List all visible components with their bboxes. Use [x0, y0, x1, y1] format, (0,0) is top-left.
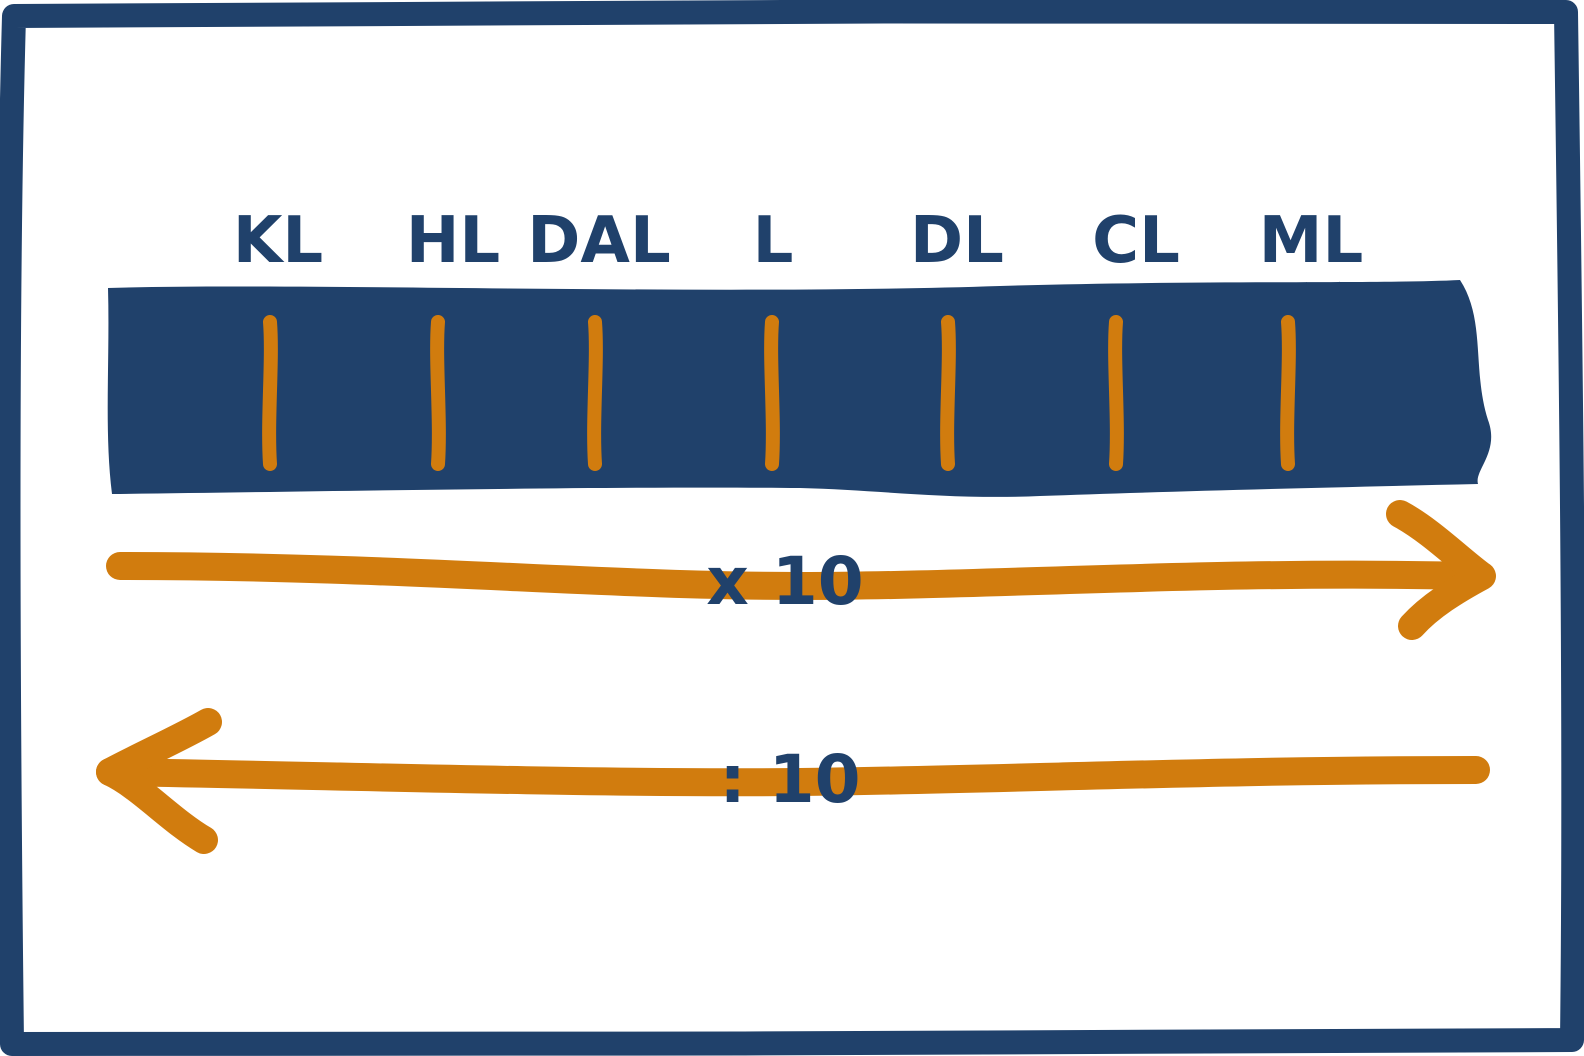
place-value-band: [107, 280, 1492, 497]
unit-label-kl: KL: [233, 204, 323, 278]
multiply-arrow: x 10: [106, 500, 1496, 640]
column-divider-l: [764, 315, 780, 471]
divide-arrow-head: [96, 708, 222, 854]
column-dividers: [262, 315, 1296, 471]
divide-label: : 10: [719, 741, 860, 818]
unit-label-ml: ML: [1259, 204, 1363, 278]
column-divider-cl: [1108, 315, 1124, 471]
divide-arrow: : 10: [96, 708, 1490, 854]
unit-label-cl: CL: [1092, 204, 1180, 278]
unit-labels: KL HL DAL L DL CL ML: [233, 204, 1363, 278]
unit-label-l: L: [753, 204, 794, 278]
unit-label-dl: DL: [910, 204, 1004, 278]
multiply-arrow-head: [1386, 500, 1496, 640]
column-divider-ml: [1280, 315, 1296, 471]
multiply-label: x 10: [706, 543, 863, 620]
column-divider-dal: [587, 315, 603, 471]
column-divider-kl: [262, 315, 278, 471]
multiply-arrow-shaft: [106, 552, 1494, 601]
unit-label-dal: DAL: [527, 204, 670, 278]
divide-arrow-shaft: [96, 756, 1490, 797]
unit-label-hl: HL: [406, 204, 500, 278]
column-divider-dl: [940, 315, 956, 471]
column-divider-hl: [430, 315, 446, 471]
